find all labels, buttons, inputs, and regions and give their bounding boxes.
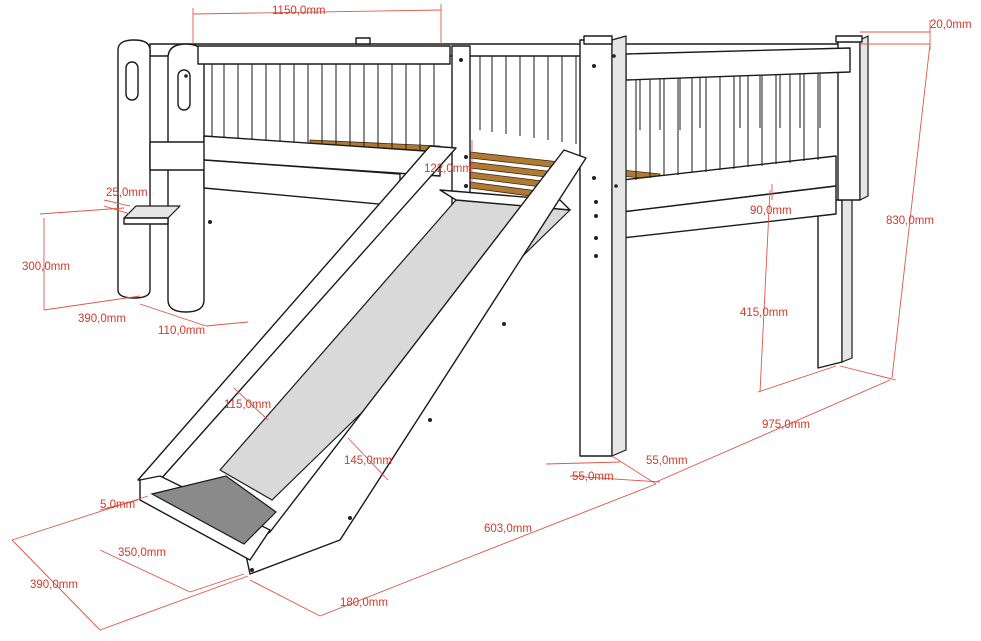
dim-step-thickness: 25,0mm [106, 187, 148, 199]
dim-slide-outer-width: 390,0mm [30, 579, 78, 591]
dim-post-width-b: 55,0mm [572, 471, 614, 483]
dim-leg-height: 415,0mm [740, 307, 788, 319]
dimension-labels: 1150,0mm 20,0mm 25,0mm 300,0mm 390,0mm 1… [22, 5, 972, 609]
dim-top-length: 1150,0mm [272, 5, 325, 17]
dim-slide-inner-width: 350,0mm [118, 547, 166, 559]
slide [137, 145, 587, 575]
dim-slide-side-top: 115,0mm [224, 399, 271, 411]
dim-slide-length: 603,0mm [484, 523, 532, 535]
dim-slide-side-bottom: 145,0mm [344, 455, 392, 467]
front-right-rail [621, 47, 851, 239]
dim-ladder-width: 110,0mm [158, 325, 205, 337]
dim-total-height: 830,0mm [886, 215, 934, 227]
dim-ladder-height: 300,0mm [22, 261, 70, 273]
front-left-rail [197, 45, 451, 207]
dim-slide-entry: 122,0mm [424, 163, 472, 175]
dim-rail-height: 90,0mm [750, 205, 792, 217]
middle-post [355, 37, 471, 221]
dimension-lines [11, 4, 931, 631]
dim-post-width-a: 55,0mm [646, 455, 688, 467]
dim-slide-end: 180,0mm [340, 597, 388, 609]
dim-slide-lip: 5,0mm [100, 499, 135, 511]
front-right-post [579, 35, 627, 457]
dim-bed-depth: 975,0mm [762, 419, 810, 431]
dim-post-top: 20,0mm [930, 19, 972, 31]
ladder [117, 39, 212, 313]
dim-ladder-depth: 390,0mm [78, 313, 126, 325]
